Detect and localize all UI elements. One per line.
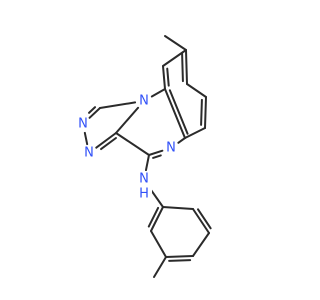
bond-second-c1-n2 <box>87 106 97 114</box>
bond-c1-n2 <box>88 107 101 119</box>
atom-nh-amine: N H <box>136 171 152 202</box>
atom-n-triazole-a: N <box>75 116 91 132</box>
bond-a2-a3 <box>150 230 167 258</box>
bond-second-c6-c5 <box>200 98 203 126</box>
bond-a5-a6 <box>192 208 210 234</box>
atom-n1: N <box>136 93 152 109</box>
bond-c4-n_pyr <box>148 149 164 156</box>
atom-label-n1: N <box>139 94 149 109</box>
atom-n-triazole-b: N <box>81 145 97 161</box>
atom-label-n-amine: N <box>139 172 149 187</box>
atom-label-h-amine: H <box>139 187 149 202</box>
bond-c7-c6 <box>186 83 207 98</box>
bond-c8-cm <box>164 35 187 51</box>
bond-c8-c7 <box>185 49 188 85</box>
bond-a1-a2 <box>150 206 164 232</box>
bond-second-a1-a2 <box>147 206 160 228</box>
bond-second-c5a-c9a <box>168 89 189 135</box>
bond-c3-c4 <box>115 132 150 156</box>
bond-a4-a5 <box>192 232 210 257</box>
bond-n_pyr-c5a <box>177 137 186 144</box>
atom-label-n-triazole-b: N <box>84 146 94 161</box>
bond-c6-c5 <box>204 96 207 129</box>
bond-a3-a4 <box>165 255 194 258</box>
atom-label-n-pyrazine: N <box>166 141 176 156</box>
bond-c5-c5a <box>184 127 206 139</box>
bond-a6-a1 <box>162 206 194 210</box>
bond-a3-me <box>153 256 167 278</box>
atom-n-pyrazine: N <box>163 140 179 156</box>
structure-diagram: N N N N N H <box>75 35 212 278</box>
atom-label-layer: N N N N N H <box>75 93 179 202</box>
bond-second-a3-a4 <box>168 259 192 262</box>
bond-n1-c1 <box>99 101 137 109</box>
bond-second-n3-c3 <box>100 136 117 151</box>
bond-second-c9a-c9 <box>166 67 170 87</box>
molecule-canvas: N N N N N H <box>75 35 212 278</box>
bond-c9a-c9 <box>162 65 166 90</box>
bond-c9a-n1 <box>150 88 166 98</box>
bond-c4-nh <box>144 154 150 172</box>
bond-second-a5-a6 <box>196 208 212 230</box>
bond-second-c8-c7 <box>181 52 184 83</box>
bond-second-c4-n_pyr <box>152 154 162 159</box>
bond-n2-n3 <box>83 131 89 146</box>
bond-c5a-c9a <box>164 88 186 139</box>
atom-label-n-triazole-a: N <box>78 117 88 132</box>
bond-layer <box>83 35 212 278</box>
bond-n3-c3 <box>95 132 117 149</box>
bond-c3-n1 <box>115 106 140 134</box>
